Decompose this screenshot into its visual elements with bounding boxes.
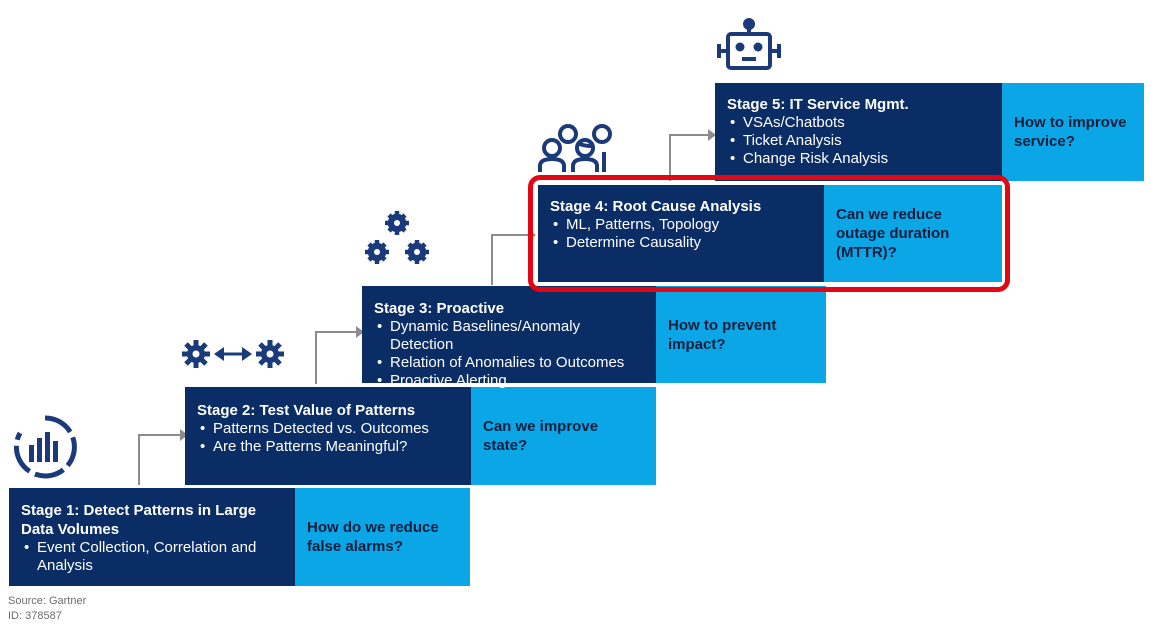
stage-2: Stage 2: Test Value of Patterns Patterns… <box>185 387 656 485</box>
stage-1-question: How do we reduce false alarms? <box>295 488 470 586</box>
source-note: Source: Gartner ID: 378587 <box>8 594 86 624</box>
stage-2-description: Stage 2: Test Value of Patterns Patterns… <box>185 387 471 485</box>
connector-arrow-4-5 <box>669 129 716 181</box>
stage-1-bullet: Event Collection, Correlation and Analys… <box>24 539 283 575</box>
stage-4-bullet: ML, Patterns, Topology <box>553 216 812 234</box>
stage-5-bullet: Ticket Analysis <box>730 132 990 150</box>
stage-3-bullet: Dynamic Baselines/Anomaly Detection <box>377 318 644 354</box>
stage-4-bullets: ML, Patterns, Topology Determine Causali… <box>550 216 812 252</box>
stage-5-question: How to improve service? <box>1002 83 1144 181</box>
stage-5-description: Stage 5: IT Service Mgmt. VSAs/Chatbots … <box>715 83 1002 181</box>
stage-5: Stage 5: IT Service Mgmt. VSAs/Chatbots … <box>715 83 1144 181</box>
stage-3-bullet: Relation of Anomalies to Outcomes <box>377 354 644 372</box>
stage-4-description: Stage 4: Root Cause Analysis ML, Pattern… <box>538 185 824 282</box>
stage-3-bullets: Dynamic Baselines/Anomaly Detection Rela… <box>374 318 644 390</box>
stage-4-question: Can we reduce outage duration (MTTR)? <box>824 185 1002 282</box>
gears-cluster-icon <box>365 211 429 264</box>
stage-1: Stage 1: Detect Patterns in Large Data V… <box>9 488 470 586</box>
stage-2-question: Can we improve state? <box>471 387 656 485</box>
document-id: ID: 378587 <box>8 610 62 622</box>
connector-arrow-1-2 <box>138 429 188 485</box>
team-people-icon <box>538 124 612 172</box>
stage-2-bullet: Patterns Detected vs. Outcomes <box>200 420 459 438</box>
stage-2-bullets: Patterns Detected vs. Outcomes Are the P… <box>197 420 459 456</box>
stage-1-bullets: Event Collection, Correlation and Analys… <box>21 539 283 575</box>
connector-arrow-2-3 <box>315 326 364 384</box>
stage-2-title: Stage 2: Test Value of Patterns <box>197 402 416 419</box>
stage-5-bullet: Change Risk Analysis <box>730 150 990 168</box>
stage-5-bullet: VSAs/Chatbots <box>730 114 990 132</box>
stage-1-description: Stage 1: Detect Patterns in Large Data V… <box>9 488 295 586</box>
stage-3-description: Stage 3: Proactive Dynamic Baselines/Ano… <box>362 286 656 390</box>
stage-4-highlight-frame <box>528 175 1010 292</box>
stage-3-question: How to prevent impact? <box>656 286 826 383</box>
stage-3-title: Stage 3: Proactive <box>374 300 505 317</box>
stage-5-bullets: VSAs/Chatbots Ticket Analysis Change Ris… <box>727 114 990 168</box>
stage-4-title: Stage 4: Root Cause Analysis <box>550 198 762 215</box>
stage-5-title: Stage 5: IT Service Mgmt. <box>727 96 909 113</box>
stage-3: Stage 3: Proactive Dynamic Baselines/Ano… <box>362 286 826 390</box>
gears-exchange-icon <box>182 340 284 368</box>
source-label: Source: Gartner <box>8 595 87 607</box>
stage-3-bullet: Proactive Alerting <box>377 372 644 390</box>
stage-1-title: Stage 1: Detect Patterns in Large Data V… <box>21 502 257 538</box>
stage-4: Stage 4: Root Cause Analysis ML, Pattern… <box>538 185 1002 282</box>
stage-4-bullet: Determine Causality <box>553 234 812 252</box>
stage-2-bullet: Are the Patterns Meaningful? <box>200 438 459 456</box>
robot-icon <box>717 18 781 70</box>
analytics-chart-icon <box>13 415 77 479</box>
